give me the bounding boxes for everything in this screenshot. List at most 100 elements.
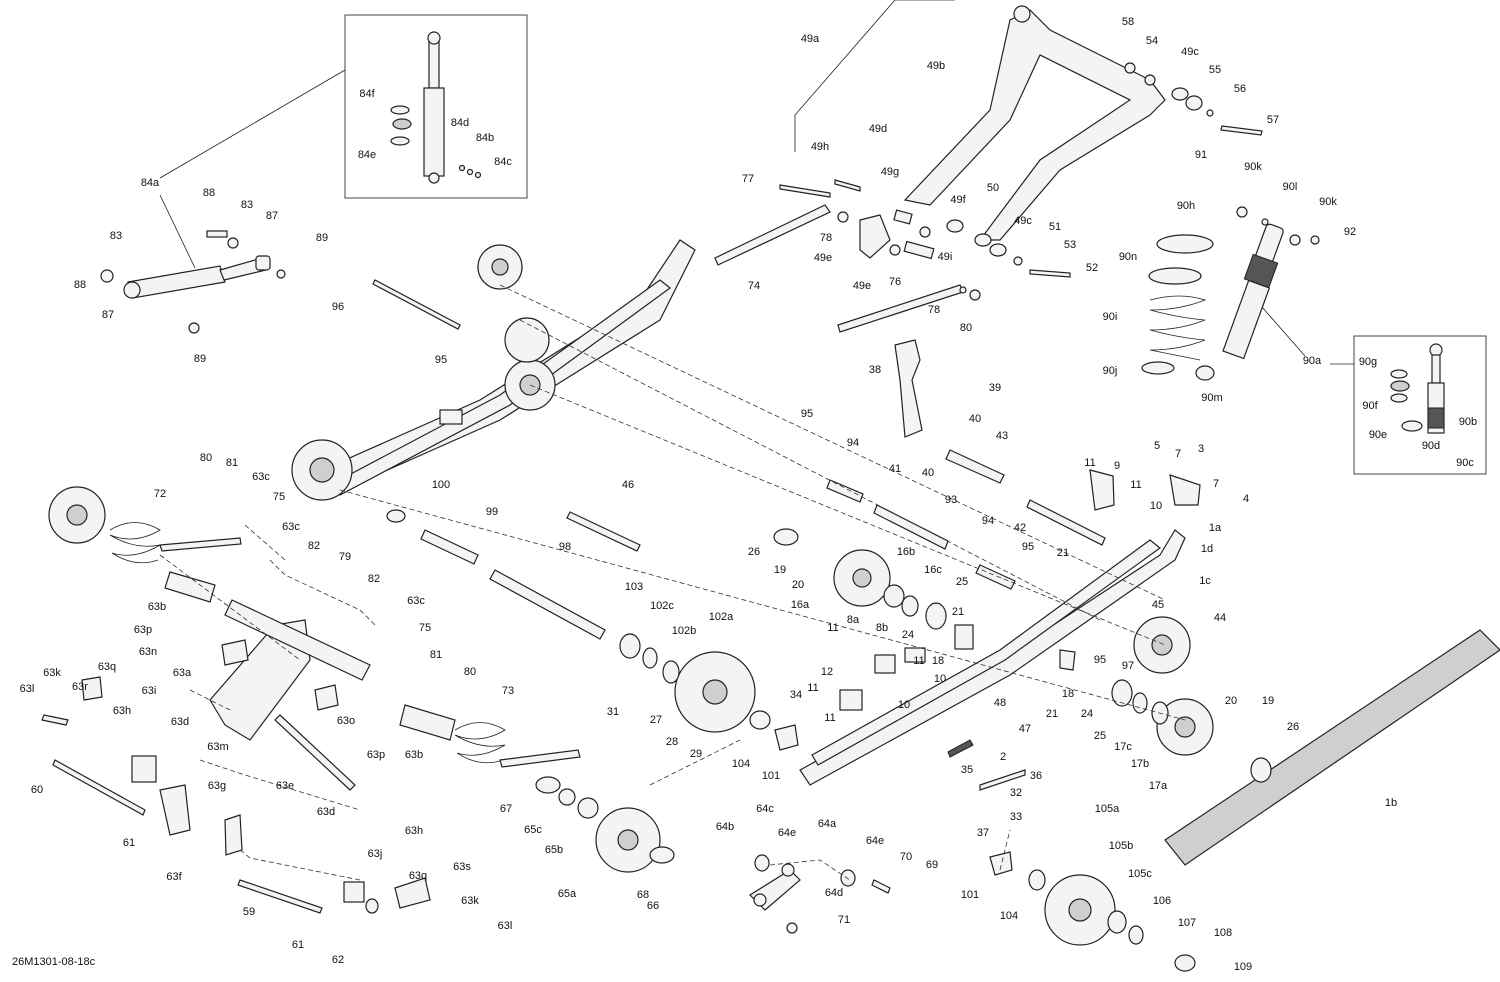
leader-84a — [159, 69, 346, 179]
part-label: 63m — [207, 741, 228, 753]
part-label: 81 — [430, 649, 442, 661]
part-label: 38 — [869, 364, 881, 376]
part-label: 34 — [790, 689, 802, 701]
part-label: 68 — [637, 889, 649, 901]
part-label: 1b — [1385, 797, 1397, 809]
part-label: 49f — [950, 194, 966, 206]
part-label: 69 — [926, 859, 938, 871]
part-label: 11 — [1130, 479, 1141, 491]
part-label: 63j — [368, 848, 383, 860]
part-label: 84c — [494, 156, 512, 168]
part-label: 95 — [435, 354, 447, 366]
part-label: 33 — [1010, 811, 1022, 823]
part-label: 61 — [123, 837, 135, 849]
part-label: 49g — [881, 166, 899, 178]
part-label: 12 — [821, 666, 833, 678]
part-label: 71 — [838, 914, 850, 926]
part-label: 73 — [502, 685, 514, 697]
part-label: 53 — [1064, 239, 1076, 251]
part-label: 101 — [961, 889, 979, 901]
part-label: 64e — [866, 835, 884, 847]
part-label: 102c — [650, 600, 674, 612]
part-label: 90c — [1456, 457, 1474, 469]
part-label: 64d — [825, 887, 843, 899]
part-label: 29 — [690, 748, 702, 760]
part-label: 63n — [139, 646, 157, 658]
part-label: 65c — [524, 824, 542, 836]
part-label: 63o — [337, 715, 355, 727]
shock-90-inset-box — [1353, 335, 1487, 475]
part-label: 11 — [913, 655, 924, 667]
part-label: 28 — [666, 736, 678, 748]
part-label: 63q — [98, 661, 116, 673]
part-label: 102a — [709, 611, 734, 623]
explode-lines — [159, 284, 1186, 881]
part-label: 18 — [1062, 688, 1074, 700]
part-label: 74 — [748, 280, 760, 292]
part-label: 16c — [924, 564, 942, 576]
part-label: 17c — [1114, 741, 1132, 753]
part-label: 90k — [1319, 196, 1337, 208]
part-label: 19 — [774, 564, 786, 576]
part-label: 88 — [74, 279, 86, 291]
part-label: 49b — [927, 60, 945, 72]
part-label: 63b — [148, 601, 166, 613]
part-label: 26 — [748, 546, 760, 558]
part-label: 84e — [358, 149, 376, 161]
link-74-assembly — [714, 179, 981, 333]
part-label: 41 — [889, 463, 901, 475]
part-label: 63d — [171, 716, 189, 728]
part-label: 90g — [1359, 356, 1377, 368]
part-label: 81 — [226, 457, 238, 469]
part-label: 3 — [1198, 443, 1204, 455]
part-label: 90a — [1303, 355, 1322, 367]
part-labels: 84f84d84b84e84c84a8883878983888789969549… — [20, 16, 1478, 973]
leader-49a-2 — [794, 0, 896, 116]
part-label: 63c — [252, 471, 270, 483]
part-label: 89 — [194, 353, 206, 365]
part-label: 4 — [1243, 493, 1249, 505]
part-label: 63r — [72, 681, 88, 693]
part-label: 24 — [1081, 708, 1093, 720]
front-arm-63 — [41, 571, 456, 914]
part-label: 10 — [1150, 500, 1162, 512]
part-label: 90i — [1103, 311, 1118, 323]
part-label: 84b — [476, 132, 494, 144]
part-label: 90l — [1283, 181, 1298, 193]
part-label: 1c — [1199, 575, 1211, 587]
part-label: 49e — [814, 252, 832, 264]
part-label: 101 — [762, 770, 780, 782]
part-label: 66 — [647, 900, 659, 912]
part-label: 97 — [1122, 660, 1134, 672]
part-label: 49i — [938, 251, 953, 263]
part-label: 70 — [900, 851, 912, 863]
rear-shock-90 — [1141, 206, 1320, 381]
part-label: 49a — [801, 33, 820, 45]
part-label: 63g — [208, 780, 226, 792]
part-label: 42 — [1014, 522, 1026, 534]
part-label: 10 — [934, 673, 946, 685]
part-label: 84f — [359, 88, 375, 100]
part-label: 27 — [650, 714, 662, 726]
part-label: 75 — [273, 491, 285, 503]
diagram-code: 26M1301-08-18c — [12, 956, 96, 968]
part-label: 49h — [811, 141, 829, 153]
part-label: 63l — [498, 920, 513, 932]
part-label: 106 — [1153, 895, 1171, 907]
part-label: 40 — [922, 467, 934, 479]
part-label: 51 — [1049, 221, 1061, 233]
part-label: 39 — [989, 382, 1001, 394]
shock-84-inset-box — [344, 14, 528, 199]
part-label: 90m — [1201, 392, 1222, 404]
part-label: 95 — [1022, 541, 1034, 553]
part-label: 80 — [200, 452, 212, 464]
part-label: 63h — [405, 825, 423, 837]
part-label: 36 — [1030, 770, 1042, 782]
part-label: 84d — [451, 117, 469, 129]
part-label: 104 — [732, 758, 750, 770]
part-label: 93 — [945, 494, 957, 506]
part-label: 48 — [994, 697, 1006, 709]
part-label: 57 — [1267, 114, 1279, 126]
part-label: 100 — [432, 479, 450, 491]
part-label: 5 — [1154, 440, 1160, 452]
